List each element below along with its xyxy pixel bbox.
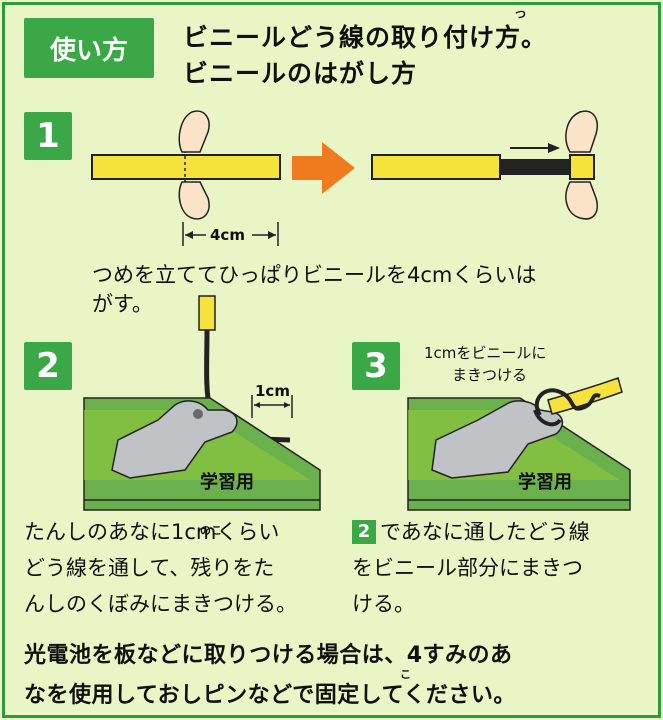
step3-ref-badge: 2: [352, 520, 376, 544]
bottom-text-line1: 光電池を板などに取りつける場合は、4すみのあ: [24, 643, 513, 668]
step2-text-line1: たんしのあなに1cmくらい: [24, 520, 280, 544]
heading-line2: ビニールのはがし方: [183, 59, 418, 88]
step3-text-line3: ける。: [352, 592, 415, 616]
ruby-ko: こ: [400, 668, 411, 681]
step2-text-line2: どう線を通して、残りをた: [24, 556, 275, 580]
step2-board-label: 学習用: [200, 472, 254, 493]
ruby-tsu: つ: [515, 8, 526, 21]
step3-badge: 3: [352, 342, 400, 390]
step3-board-label: 学習用: [518, 472, 572, 493]
title-badge: 使い方: [24, 18, 154, 78]
bottom-text-line2: なを使用しておしピンなどで固定してください。: [24, 683, 516, 708]
heading-line1: ビニールどう線の取り付け方。: [183, 23, 548, 52]
step2-measure-label: 1cm: [255, 382, 290, 400]
step1-text-line1: つめを立ててひっぱりビニールを4cmくらいは: [92, 263, 537, 287]
step1-badge: 1: [24, 112, 72, 160]
step3-callout-line2: まきつける: [452, 366, 528, 384]
step1-text-line2: がす。: [92, 292, 153, 316]
ruby-nokori: のこ: [200, 524, 222, 537]
step2-badge: 2: [24, 342, 72, 390]
step1-measure-label: 4cm: [210, 226, 245, 244]
step3-callout-line1: 1cmをビニールに: [424, 344, 547, 362]
step2-text-line3: んしのくぼみにまきつける。: [24, 592, 297, 616]
step3-text-line2: をビニール部分にまきつ: [352, 556, 583, 580]
